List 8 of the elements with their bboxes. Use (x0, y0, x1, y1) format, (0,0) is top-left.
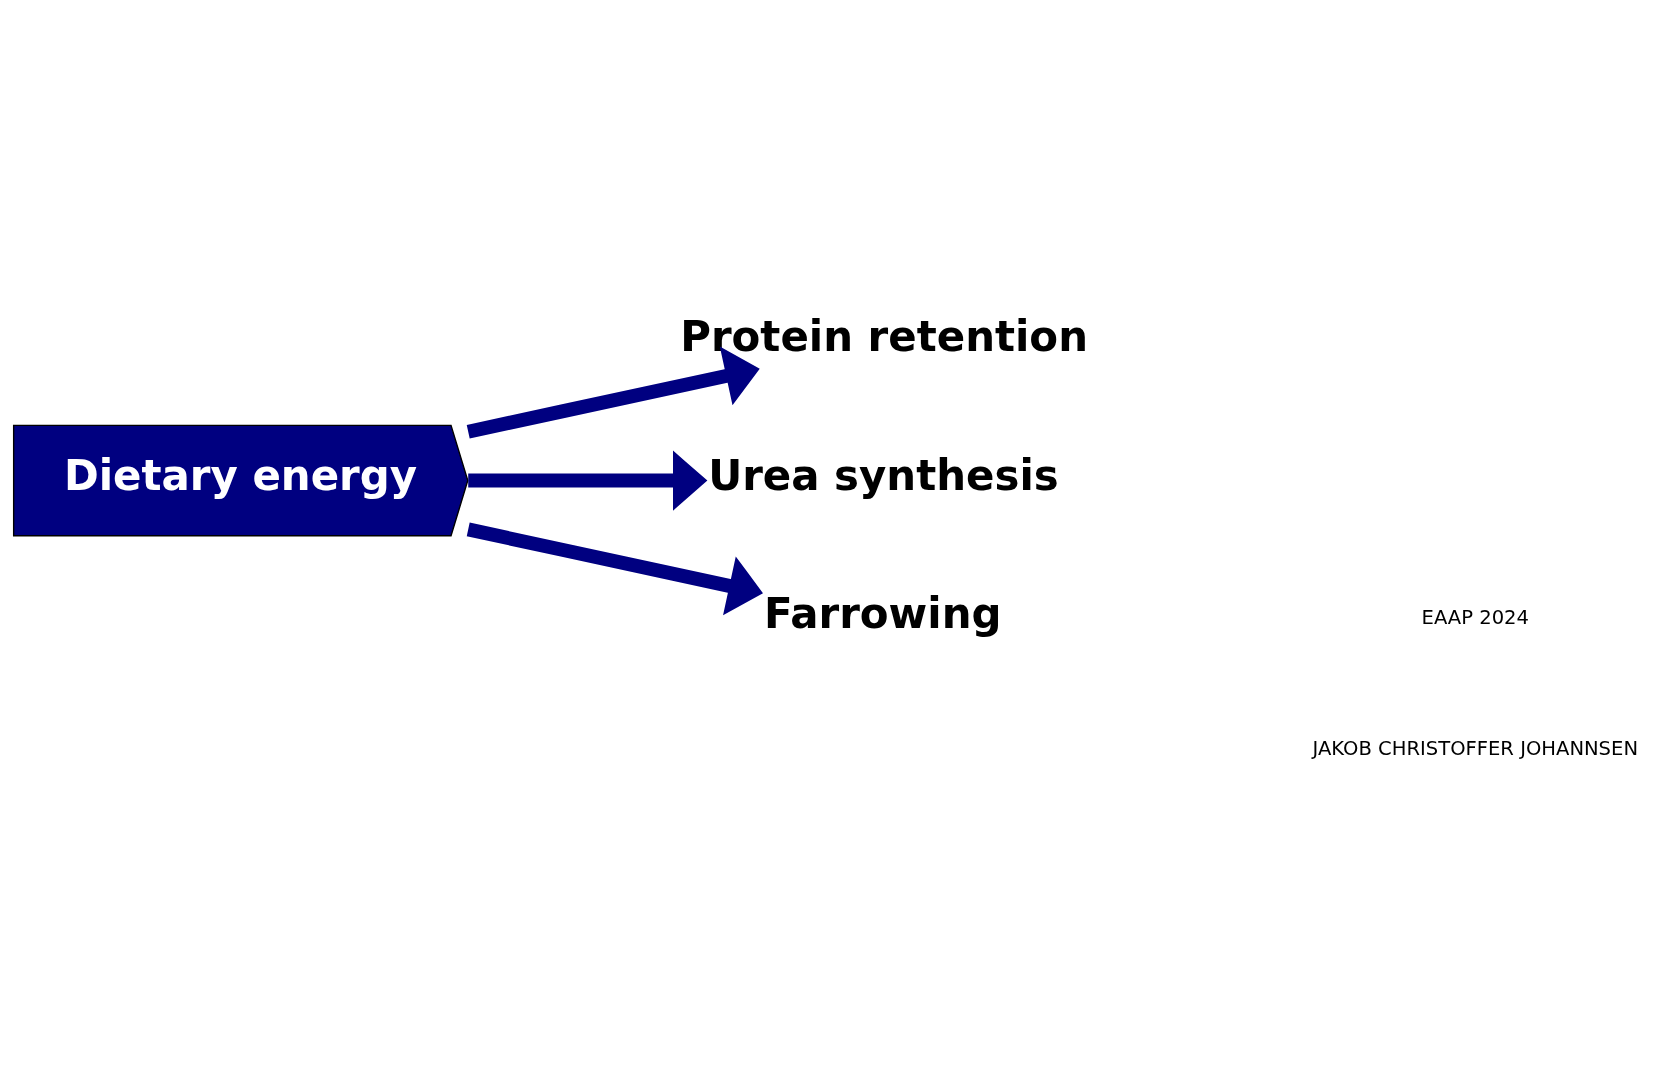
arrow (468, 450, 708, 511)
node-text: Farrowing (764, 588, 1002, 638)
label: EAAP 2024 (1421, 606, 1529, 630)
node-text: Protein retention (680, 312, 1088, 362)
arrow (466, 522, 763, 616)
label: JAKOB CHRISTOFFER JOHANNSEN (1312, 737, 1638, 761)
arrow (466, 346, 760, 439)
node-text: Urea synthesis (708, 450, 1059, 500)
